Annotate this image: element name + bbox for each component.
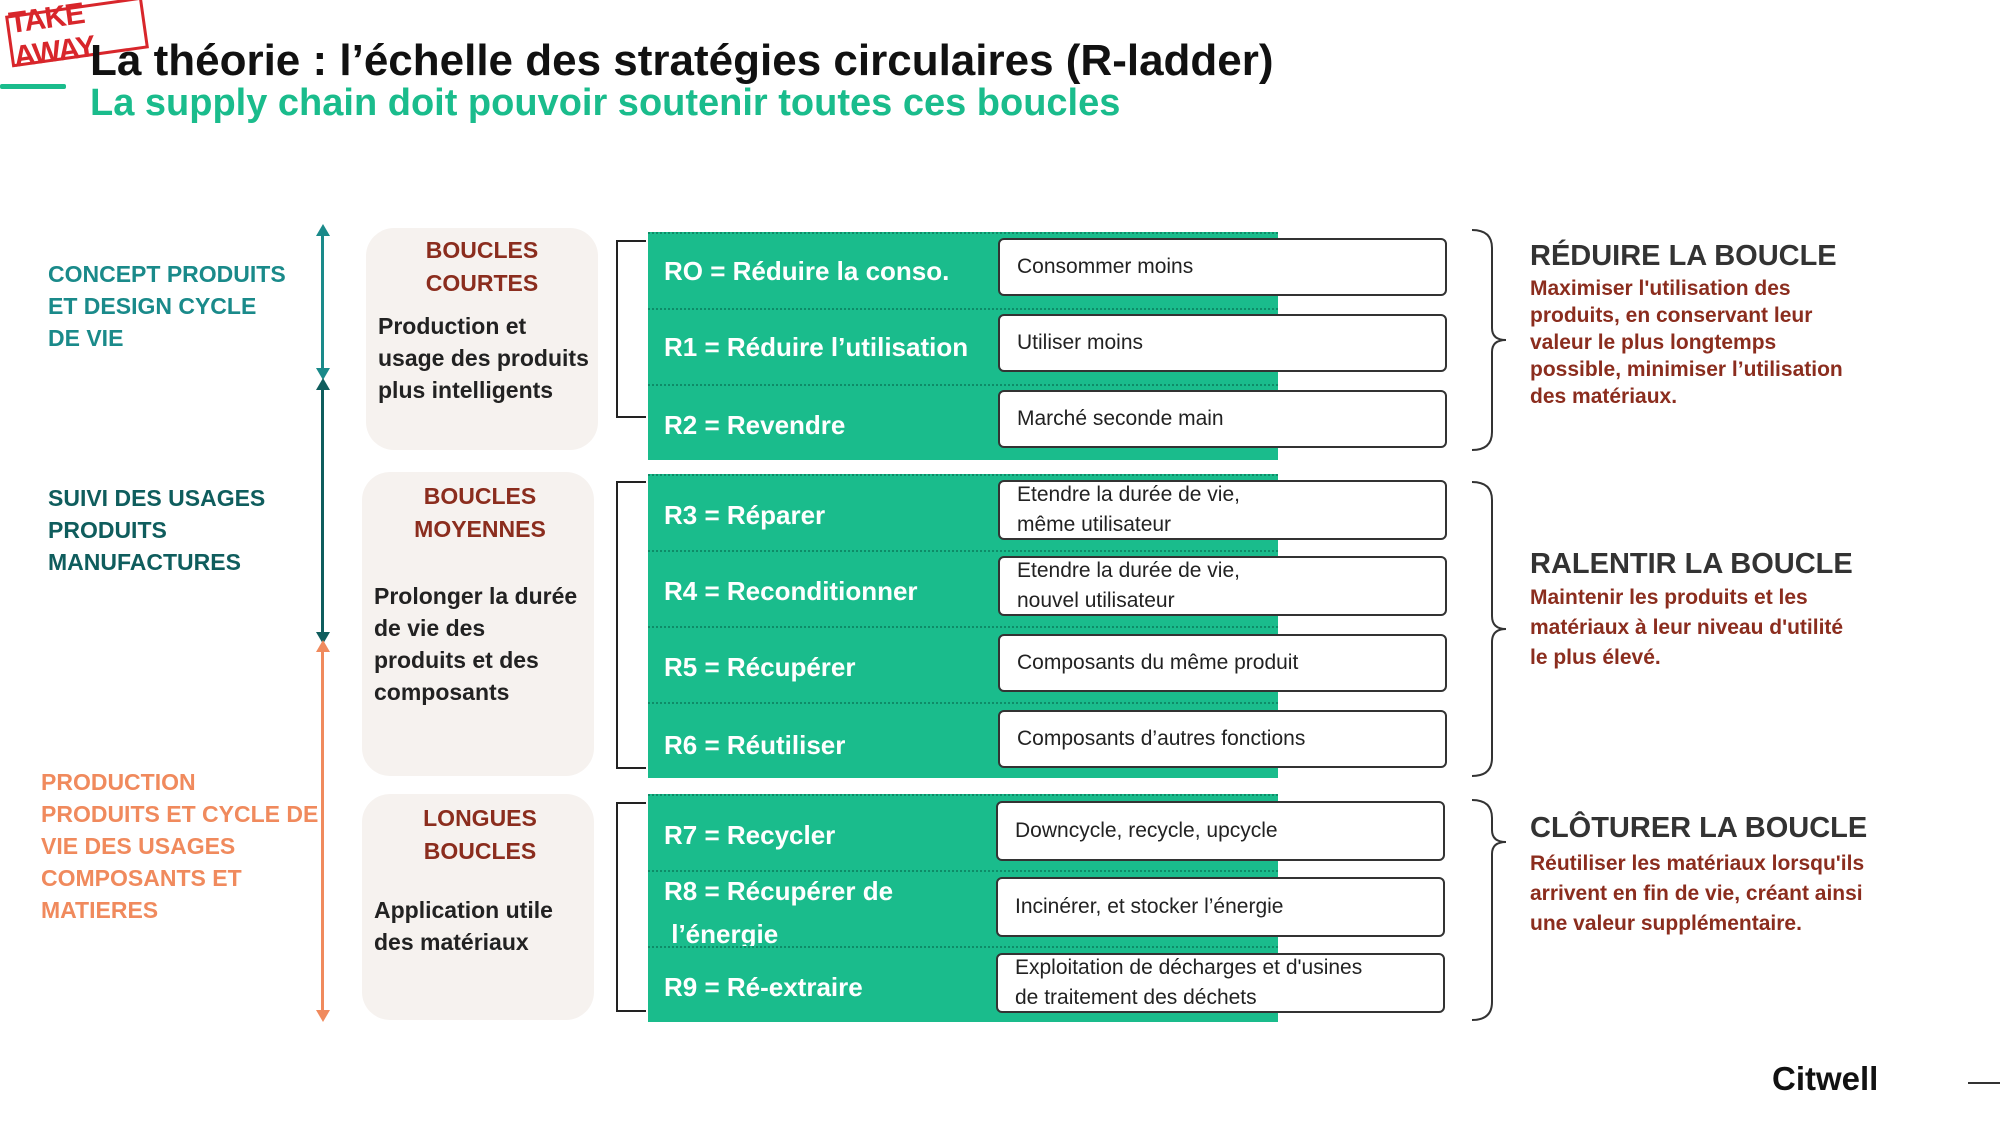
loop-box-moyennes: BOUCLES MOYENNES Prolonger la durée de v… [362, 472, 594, 776]
row-box-text: Utiliser moins [1017, 331, 1144, 354]
loop-desc-line: usage des produits [378, 345, 589, 371]
footer-line [1968, 1082, 2000, 1084]
category-line: PRODUITS [48, 517, 167, 543]
row-label: R4 = Reconditionner [664, 576, 918, 606]
category-line: SUIVI DES USAGES [48, 485, 266, 511]
row-box-text: de traitement des déchets [1015, 986, 1257, 1009]
strategy-desc-line: Réutiliser les matériaux lorsqu'ils [1530, 852, 1865, 875]
title-accent-line [0, 84, 66, 89]
loop-desc-line: produits et des [374, 647, 539, 673]
row-label: R2 = Revendre [664, 410, 846, 440]
category-line: PRODUITS ET CYCLE DE [41, 801, 319, 827]
bracket-group-2 [616, 481, 646, 769]
loop-title-line: COURTES [425, 270, 539, 296]
loop-desc-line: Prolonger la durée [374, 583, 578, 609]
category-line: CONCEPT PRODUITS [48, 261, 286, 287]
arrow-suivi [316, 378, 330, 644]
loop-title-line: MOYENNES [414, 516, 546, 542]
row-box-text: Composants d’autres fonctions [1017, 727, 1306, 750]
row-box-text: Marché seconde main [1017, 407, 1224, 430]
page-title: La théorie : l’échelle des stratégies ci… [90, 36, 1274, 85]
loop-desc-line: de vie des [374, 615, 486, 641]
row-box-text: nouvel utilisateur [1017, 589, 1175, 612]
row-box-text: Exploitation de décharges et d'usines [1015, 956, 1363, 979]
right-brace-2 [1471, 481, 1507, 777]
row-label: R6 = Réutiliser [664, 730, 846, 760]
page-subtitle: La supply chain doit pouvoir soutenir to… [90, 82, 1121, 124]
strategy-desc-line: produits, en conservant leur [1530, 304, 1813, 327]
row-box-r5: Composants du même produit [998, 634, 1447, 692]
loop-title-line: BOUCLES [423, 838, 537, 864]
strategy-cloturer: CLÔTURER LA BOUCLE Réutiliser les matéri… [1530, 812, 1867, 939]
row-box-text: Composants du même produit [1017, 651, 1299, 674]
row-box-r7: Downcycle, recycle, upcycle [996, 801, 1445, 861]
strategy-title: RALENTIR LA BOUCLE [1530, 548, 1853, 580]
category-concept-produits: CONCEPT PRODUITS ET DESIGN CYCLE DE VIE [48, 258, 286, 354]
bracket-group-1 [616, 240, 646, 418]
row-label: R3 = Réparer [664, 500, 826, 530]
row-label-line: l’énergie [664, 919, 779, 949]
right-brace-3 [1471, 799, 1507, 1021]
citwell-logo: Citwell [1772, 1060, 1879, 1097]
row-box-text: même utilisateur [1017, 513, 1172, 536]
strategy-ralentir: RALENTIR LA BOUCLE Maintenir les produit… [1530, 548, 1853, 673]
row-box-text: Consommer moins [1017, 255, 1194, 278]
arrow-concept [316, 224, 330, 380]
row-box-r2: Marché seconde main [998, 390, 1447, 448]
strategy-title: CLÔTURER LA BOUCLE [1530, 812, 1868, 844]
loop-desc-line: Production et [378, 313, 527, 339]
right-brace-1 [1471, 229, 1507, 451]
loop-title-line: LONGUES [423, 805, 537, 831]
row-label: R7 = Recycler [664, 820, 836, 850]
row-box-text: Etendre la durée de vie, [1017, 483, 1240, 506]
strategy-desc-line: arrivent en fin de vie, créant ainsi [1530, 882, 1863, 905]
category-line: PRODUCTION [41, 769, 196, 795]
strategy-desc-line: une valeur supplémentaire. [1530, 912, 1802, 935]
loop-desc-line: des matériaux [374, 929, 529, 955]
loop-desc-line: plus intelligents [378, 377, 554, 403]
strategy-reduire: RÉDUIRE LA BOUCLE Maximiser l'utilisatio… [1530, 240, 1843, 410]
row-box-r8: Incinérer, et stocker l’énergie [996, 877, 1445, 937]
strategy-desc-line: Maintenir les produits et les [1530, 586, 1808, 609]
row-box-text: Incinérer, et stocker l’énergie [1015, 895, 1284, 918]
row-box-r6: Composants d’autres fonctions [998, 710, 1447, 768]
arrow-production [316, 640, 330, 1022]
bracket-group-3 [616, 802, 646, 1012]
row-box-r4: Etendre la durée de vie, nouvel utilisate… [998, 556, 1447, 616]
strategy-desc-line: matériaux à leur niveau d'utilité [1530, 616, 1844, 639]
category-line: MATIERES [41, 897, 159, 923]
loop-title-line: BOUCLES [425, 237, 539, 263]
category-line: COMPOSANTS ET [41, 865, 242, 891]
row-box-text: Downcycle, recycle, upcycle [1015, 819, 1278, 842]
strategy-desc-line: le plus élevé. [1530, 646, 1661, 669]
loop-box-longues: LONGUES BOUCLES Application utile des ma… [362, 794, 594, 1020]
strategy-desc-line: possible, minimiser l’utilisation [1530, 358, 1843, 381]
strategy-desc-line: valeur le plus longtemps [1530, 331, 1777, 354]
loop-title-line: BOUCLES [423, 483, 537, 509]
row-box-r9: Exploitation de décharges et d'usines de … [996, 953, 1445, 1013]
category-suivi-usages: SUIVI DES USAGES PRODUITS MANUFACTURES [48, 482, 265, 578]
row-label: R8 = Récupérer de l’énergie [664, 874, 893, 951]
strategy-title: RÉDUIRE LA BOUCLE [1530, 240, 1837, 272]
row-box-r1: Utiliser moins [998, 314, 1447, 372]
row-label: R9 = Ré-extraire [664, 972, 863, 1002]
category-line: VIE DES USAGES [41, 833, 236, 859]
row-box-r3: Etendre la durée de vie, même utilisateur [998, 480, 1447, 540]
category-line: DE VIE [48, 325, 124, 351]
row-box-text: Etendre la durée de vie, [1017, 559, 1240, 582]
strategy-desc-line: des matériaux. [1530, 385, 1678, 408]
category-line: ET DESIGN CYCLE [48, 293, 257, 319]
category-line: MANUFACTURES [48, 549, 241, 575]
strategy-desc-line: Maximiser l'utilisation des [1530, 277, 1791, 300]
row-label-line: R8 = Récupérer de [664, 876, 894, 906]
loop-box-courtes: BOUCLES COURTES Production et usage des … [366, 228, 598, 450]
row-label: R1 = Réduire l’utilisation [664, 332, 969, 362]
loop-desc-line: composants [374, 679, 510, 705]
row-label: R5 = Récupérer [664, 652, 856, 682]
loop-desc-line: Application utile [374, 897, 553, 923]
category-production: PRODUCTION PRODUITS ET CYCLE DE VIE DES … [41, 766, 318, 926]
row-box-r0: Consommer moins [998, 238, 1447, 296]
row-label: RO = Réduire la conso. [664, 256, 950, 286]
